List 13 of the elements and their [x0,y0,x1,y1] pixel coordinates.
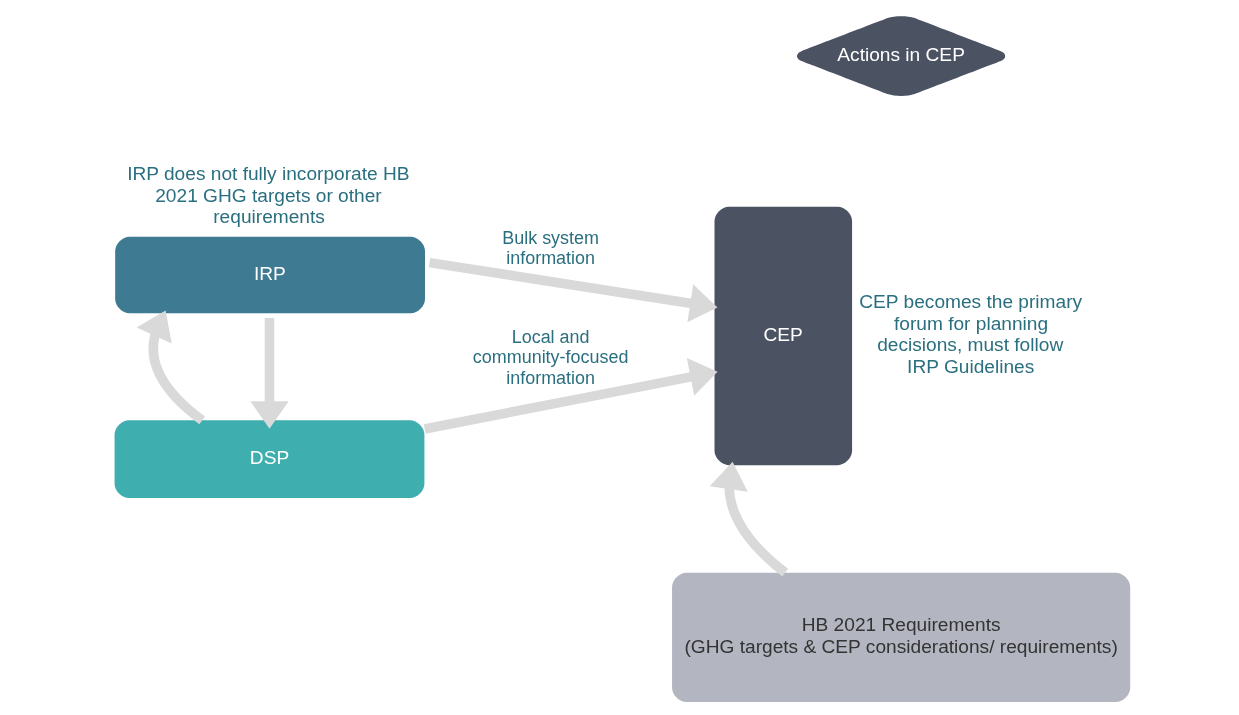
arrow [428,257,717,323]
node-label: CEP becomes the primary forum for planning decisions, must follow IRP Guidelines [858,291,1082,377]
edge-label: Bulk system information [501,227,599,269]
edge-label: Local and community-focused information [472,327,628,388]
arrow [136,310,205,425]
arrow [709,461,788,577]
node-box: CEP [714,206,852,466]
node-box: HB 2021 Requirements (GHG targets & CEP considerations/ requirements) [671,572,1130,703]
node-label: IRP does not fully incorporate HB 2021 GHG targets or other requirements [126,163,410,228]
node-box: DSP [114,420,424,499]
node-box: IRP [114,236,425,314]
arrow [423,358,718,434]
arrow [249,318,289,429]
